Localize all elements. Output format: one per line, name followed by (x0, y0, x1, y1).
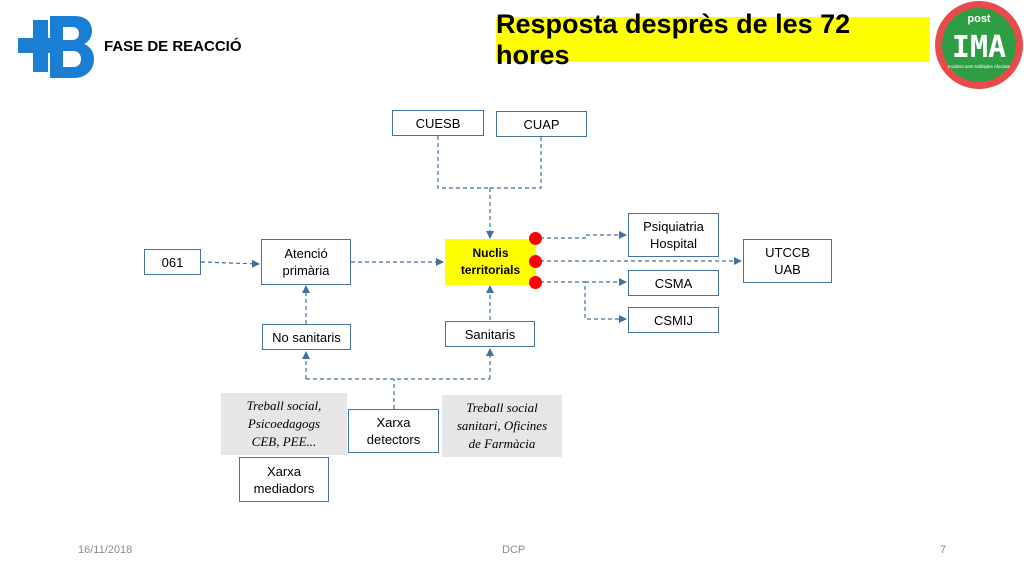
node-atencio-primaria: Atenció primària (261, 239, 351, 285)
node-sanitaris: Sanitaris (445, 321, 535, 347)
node-csmij: CSMIJ (628, 307, 719, 333)
phase-label: FASE DE REACCIÓ (104, 38, 242, 55)
page-title: Resposta desprès de les 72 hores (496, 9, 930, 70)
footer-page-number: 7 (940, 544, 947, 556)
node-atencio-primaria-label: Atenció primària (282, 246, 330, 278)
red-dot-top (529, 232, 542, 245)
note-treball-social-sanitari: Treball social sanitari, Oficines de Far… (442, 395, 562, 457)
node-xarxa-detectors-label: Xarxa detectors (366, 415, 421, 447)
post-ima-logo: post IMA Incident amb Múltiples Afectats (934, 0, 1024, 90)
node-sanitaris-label: Sanitaris (464, 326, 516, 342)
note-treball-social-psicopedagogs-text: Treball social, Psicoedagogs CEB, PEE... (246, 398, 322, 449)
node-no-sanitaris-label: No sanitaris (272, 329, 341, 345)
red-dot-middle (529, 255, 542, 268)
logo-top-text: post (967, 13, 991, 25)
page-title-text: Resposta desprès de les 72 hores (496, 8, 851, 70)
node-nuclis-territorials: Nuclis territorials (445, 239, 536, 285)
logo-main-text: IMA (952, 30, 1006, 65)
node-nuclis-territorials-label: Nuclis territorials (460, 246, 521, 277)
note-treball-social-sanitari-text: Treball social sanitari, Oficines de Far… (456, 400, 548, 451)
node-xarxa-mediadors: Xarxa mediadors (239, 457, 329, 502)
node-cuesb-label: CUESB (415, 115, 461, 131)
node-psiquiatria-hospital-label: Psiquiatria Hospital (643, 219, 704, 251)
node-csma: CSMA (628, 270, 719, 296)
node-csma-label: CSMA (654, 275, 693, 291)
node-xarxa-mediadors-label: Xarxa mediadors (253, 463, 315, 496)
node-csmij-label: CSMIJ (654, 312, 693, 328)
node-utccb-uab-label: UTCCB UAB (765, 245, 810, 277)
logo-sub-text: Incident amb Múltiples Afectats (948, 64, 1011, 69)
node-no-sanitaris: No sanitaris (262, 324, 351, 350)
node-061: 061 (144, 249, 201, 275)
node-xarxa-detectors: Xarxa detectors (348, 409, 439, 453)
red-dot-bottom (529, 276, 542, 289)
node-psiquiatria-hospital: Psiquiatria Hospital (628, 213, 719, 257)
footer-date: 16/11/2018 (78, 544, 133, 556)
node-cuap: CUAP (496, 111, 587, 137)
note-treball-social-psicopedagogs: Treball social, Psicoedagogs CEB, PEE... (221, 393, 347, 455)
node-utccb-uab: UTCCB UAB (743, 239, 832, 283)
node-cuap-label: CUAP (523, 116, 560, 132)
brand-logo (18, 16, 94, 78)
node-061-label: 061 (161, 254, 184, 270)
node-cuesb: CUESB (392, 110, 484, 136)
footer-center: DCP (502, 544, 526, 556)
